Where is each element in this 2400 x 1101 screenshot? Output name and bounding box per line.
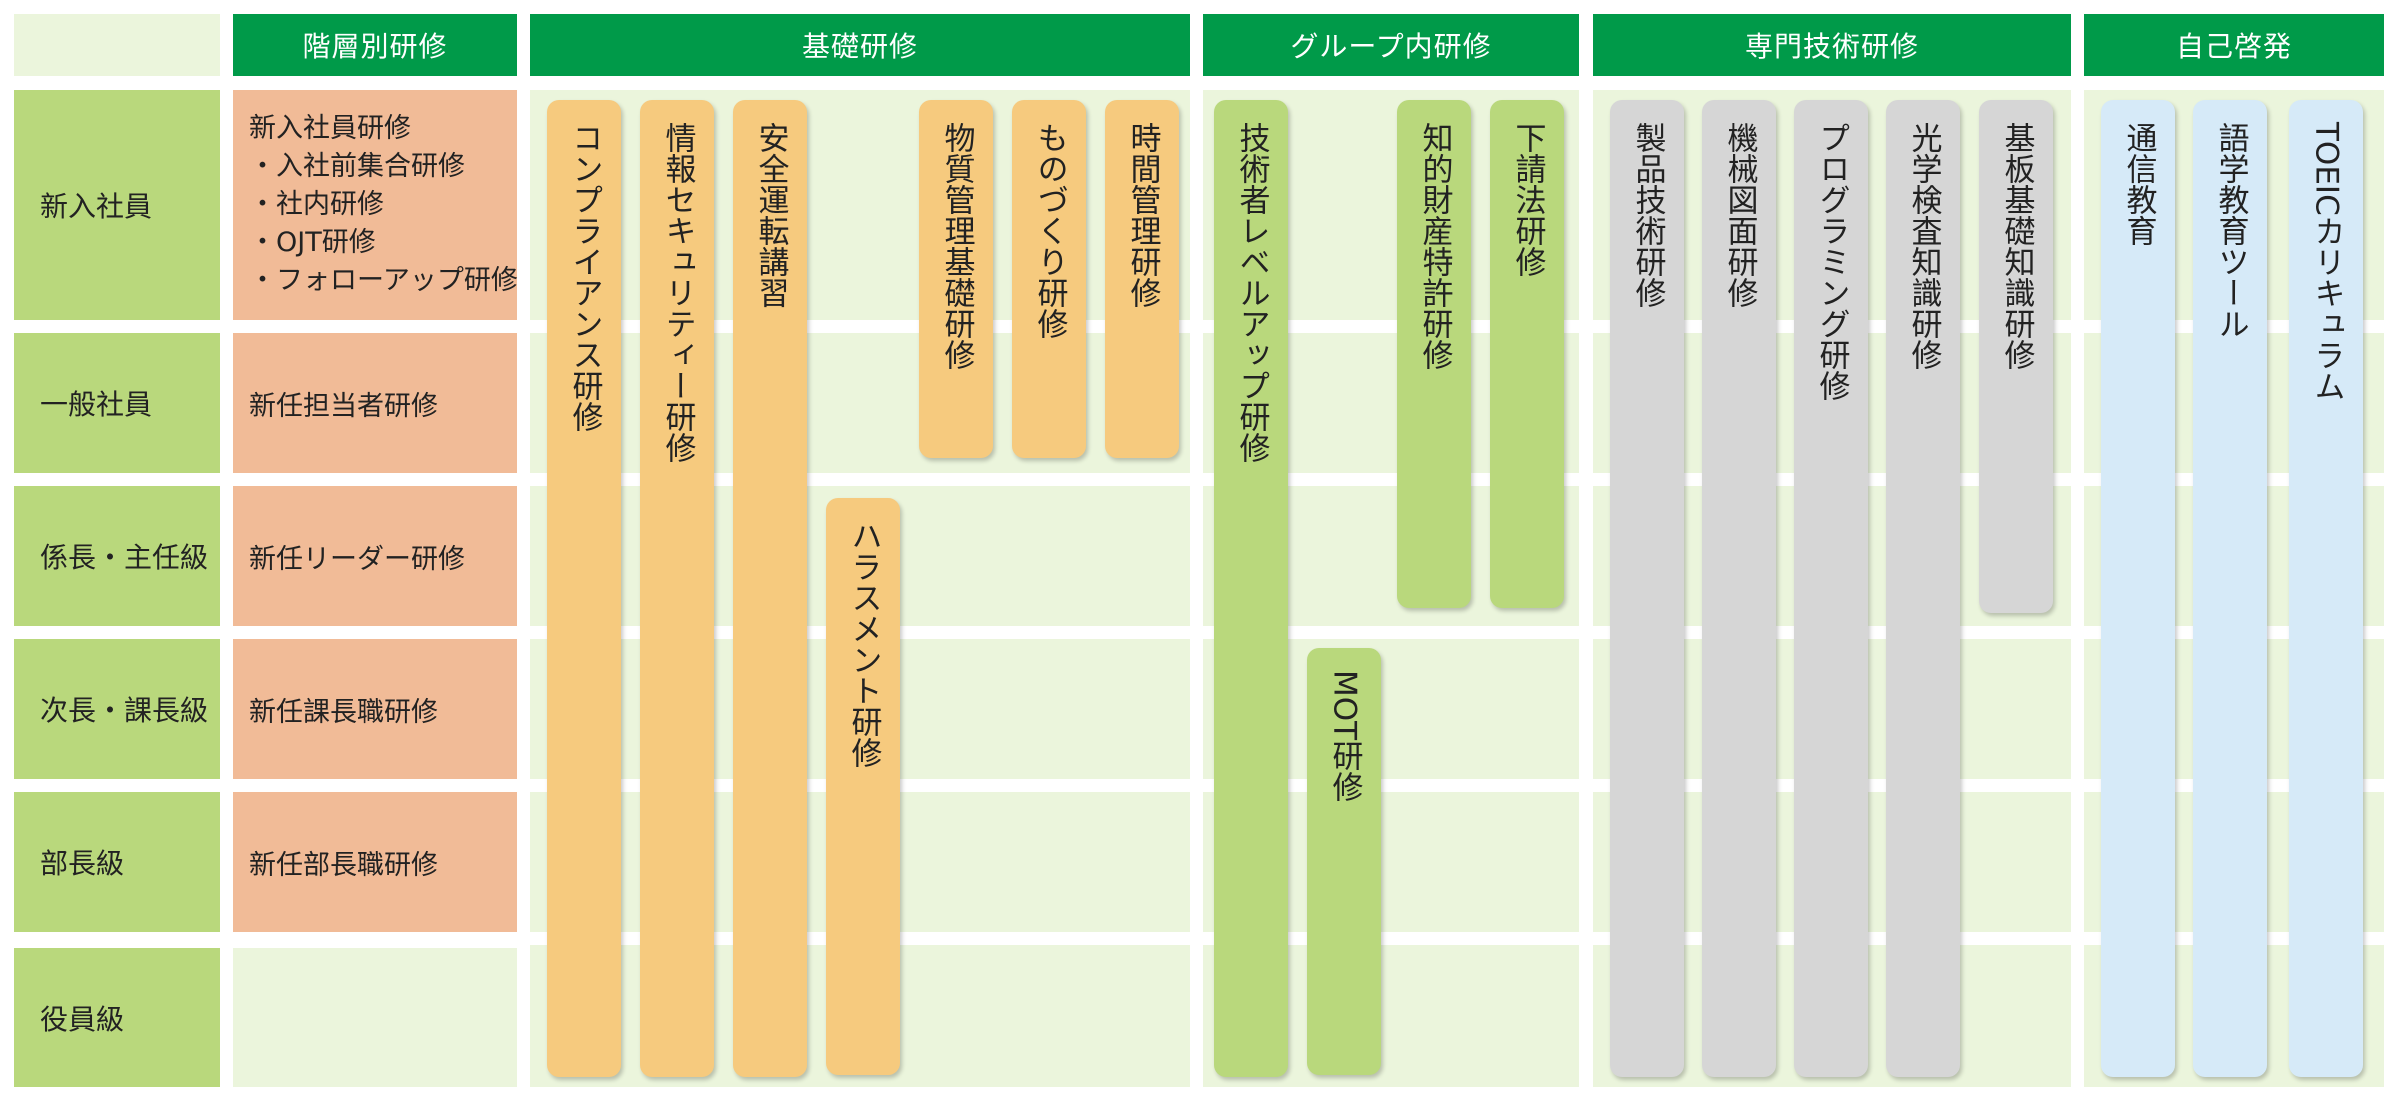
- pill-label: 製品技術研修: [1629, 122, 1666, 308]
- pill-programming: プログラミング研修: [1794, 100, 1868, 1077]
- pill-label: ものづくり研修: [1031, 122, 1068, 339]
- pill-mot: MOT研修: [1307, 648, 1381, 1075]
- pill-product-technology: 製品技術研修: [1610, 100, 1684, 1077]
- level-director: 部長級: [14, 792, 220, 932]
- pill-language-tool: 語学教育ツール: [2193, 100, 2267, 1077]
- header-corner: [14, 14, 220, 76]
- new-hire-training-title: 新入社員研修: [249, 113, 411, 144]
- hierarchy-chief: 新任リーダー研修: [233, 486, 517, 626]
- level-chief: 係長・主任級: [14, 486, 220, 626]
- pill-time-management: 時間管理研修: [1105, 100, 1179, 458]
- pill-label: プログラミング研修: [1813, 122, 1850, 401]
- header-technical: 専門技術研修: [1593, 14, 2071, 76]
- pill-label: 機械図面研修: [1721, 122, 1758, 308]
- pill-safe-driving: 安全運転講習: [733, 100, 807, 1077]
- new-hire-item: ・社内研修: [249, 189, 384, 220]
- pill-label: 情報セキュリティー研修: [659, 122, 696, 463]
- pill-label: 下請法研修: [1509, 122, 1546, 277]
- pill-materials: 物質管理基礎研修: [919, 100, 993, 458]
- hierarchy-new-hire: 新入社員研修 ・入社前集合研修 ・社内研修 ・OJT研修 ・フォローアップ研修: [233, 90, 518, 320]
- level-executive: 役員級: [14, 948, 220, 1087]
- pill-monozukuri: ものづくり研修: [1012, 100, 1086, 458]
- hierarchy-empty-cell: [233, 948, 517, 1087]
- pill-engineer-level-up: 技術者レベルアップ研修: [1214, 100, 1288, 1077]
- pill-label: 通信教育: [2120, 122, 2157, 246]
- hierarchy-general: 新任担当者研修: [233, 333, 517, 473]
- new-hire-item: ・入社前集合研修: [249, 151, 465, 182]
- pill-label: 時間管理研修: [1124, 122, 1161, 308]
- header-group: グループ内研修: [1203, 14, 1579, 76]
- pill-intellectual-property: 知的財産特許研修: [1397, 100, 1471, 608]
- pill-pcb-basics: 基板基礎知識研修: [1979, 100, 2053, 613]
- pill-mechanical-drawing: 機械図面研修: [1702, 100, 1776, 1077]
- pill-label: 物質管理基礎研修: [938, 122, 975, 370]
- pill-toeic-curriculum: TOEICカリキュラム: [2289, 100, 2363, 1077]
- pill-label: 語学教育ツール: [2212, 122, 2249, 339]
- header-basic: 基礎研修: [530, 14, 1190, 76]
- level-manager: 次長・課長級: [14, 639, 220, 779]
- pill-label: 光学検査知識研修: [1905, 122, 1942, 370]
- pill-label: MOT研修: [1326, 670, 1363, 803]
- pill-label: 安全運転講習: [752, 122, 789, 308]
- hierarchy-manager: 新任課長職研修: [233, 639, 517, 779]
- header-hierarchy: 階層別研修: [233, 14, 517, 76]
- pill-label: 技術者レベルアップ研修: [1233, 122, 1270, 463]
- level-new-hire: 新入社員: [14, 90, 220, 320]
- hierarchy-director: 新任部長職研修: [233, 792, 517, 932]
- header-self: 自己啓発: [2084, 14, 2384, 76]
- pill-label: ハラスメント研修: [845, 520, 882, 768]
- pill-optical-inspection: 光学検査知識研修: [1886, 100, 1960, 1077]
- new-hire-item: ・フォローアップ研修: [249, 265, 518, 296]
- pill-correspondence-course: 通信教育: [2101, 100, 2175, 1077]
- pill-label: 知的財産特許研修: [1416, 122, 1453, 370]
- pill-label: コンプライアンス研修: [566, 122, 603, 432]
- pill-harassment: ハラスメント研修: [826, 498, 900, 1075]
- pill-subcontract-law: 下請法研修: [1490, 100, 1564, 608]
- level-general: 一般社員: [14, 333, 220, 473]
- pill-compliance: コンプライアンス研修: [547, 100, 621, 1077]
- pill-infosec: 情報セキュリティー研修: [640, 100, 714, 1077]
- new-hire-item: ・OJT研修: [249, 227, 376, 258]
- pill-label: 基板基礎知識研修: [1998, 122, 2035, 370]
- pill-label: TOEICカリキュラム: [2308, 122, 2345, 402]
